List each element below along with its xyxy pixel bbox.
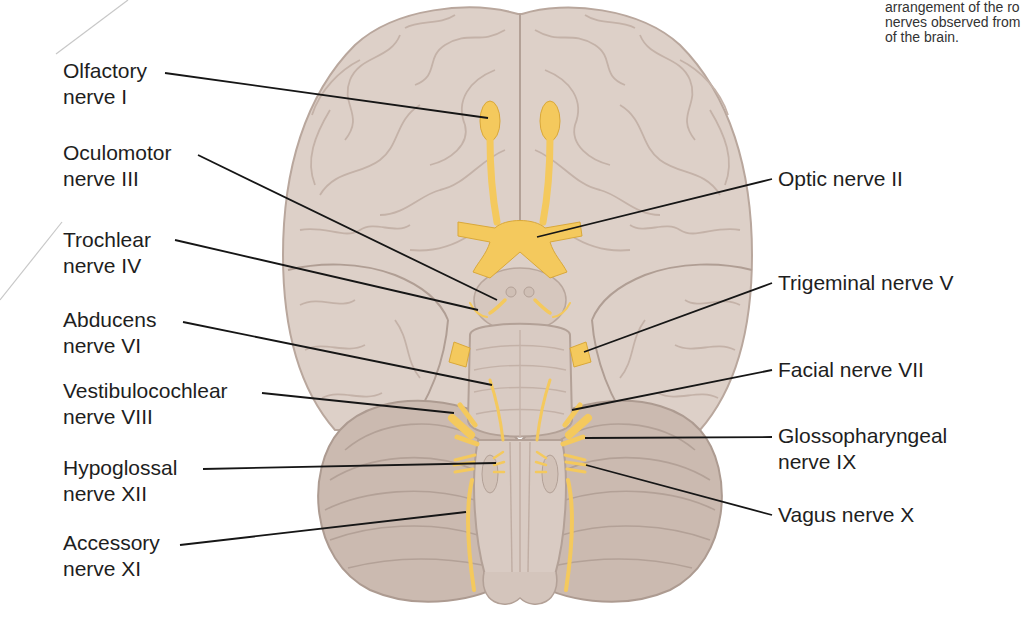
leader-lines xyxy=(165,73,488,118)
nerve-label: Vestibulocochlear nerve VIII xyxy=(63,378,248,430)
cranial-nerves xyxy=(458,221,582,279)
leader-lines xyxy=(586,465,772,515)
cranial-nerves xyxy=(449,101,505,590)
brainstem xyxy=(519,330,520,438)
leader-lines xyxy=(585,437,772,438)
brainstem xyxy=(483,572,557,604)
cranial-nerves xyxy=(449,101,591,590)
leader-lines xyxy=(262,393,454,413)
cerebrum xyxy=(524,287,534,297)
cranial-nerves xyxy=(535,101,591,590)
caption-fragment: arrangement of the ro nerves observed fr… xyxy=(885,0,1025,45)
leader-lines xyxy=(198,155,497,300)
nerve-label: Optic nerve II xyxy=(778,166,903,192)
slide-decoration xyxy=(56,0,128,54)
nerve-label: Vagus nerve X xyxy=(778,502,914,528)
nerve-label: Hypoglossal nerve XII xyxy=(63,455,191,507)
brainstem xyxy=(482,455,498,493)
nerve-label: Glossopharyngeal nerve IX xyxy=(778,423,963,475)
brainstem xyxy=(528,442,530,572)
leader-lines xyxy=(175,240,478,310)
leader-lines xyxy=(537,179,772,237)
nerve-label: Accessory nerve XI xyxy=(63,530,173,582)
leader-lines xyxy=(203,463,496,469)
leader-lines xyxy=(183,322,492,385)
leader-lines xyxy=(584,283,772,352)
nerve-label: Abducens nerve VI xyxy=(63,307,171,359)
brainstem xyxy=(519,442,520,580)
brainstem xyxy=(510,442,530,580)
cerebrum xyxy=(506,287,516,297)
leader-lines xyxy=(572,370,772,410)
nerve-label: Trigeminal nerve V xyxy=(778,270,953,296)
cerebrum xyxy=(519,14,521,250)
nerve-label: Trochlear nerve IV xyxy=(63,227,167,279)
brainstem xyxy=(510,442,512,572)
nerve-label: Oculomotor nerve III xyxy=(63,140,185,192)
slide-decoration xyxy=(0,222,62,300)
brainstem xyxy=(542,455,558,493)
leader-lines xyxy=(165,73,772,545)
nerve-label: Olfactory nerve I xyxy=(63,58,163,110)
leader-lines xyxy=(180,512,466,545)
nerve-label: Facial nerve VII xyxy=(778,357,924,383)
